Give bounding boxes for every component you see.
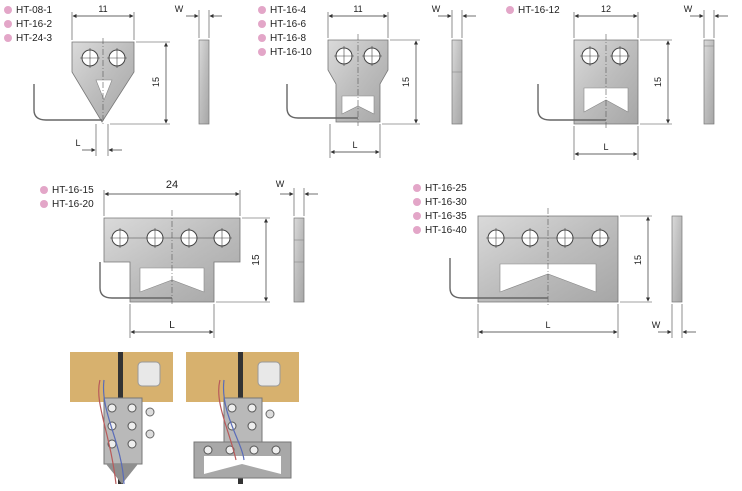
model-list-4: HT-16-15 HT-16-20 [40,184,94,212]
model-label: HT-16-30 [413,196,467,210]
dim-length-1: L [75,138,80,148]
model-label: HT-16-40 [413,224,467,238]
model-label: HT-16-35 [413,210,467,224]
bullet-icon [258,20,266,28]
bullet-icon [4,20,12,28]
dim-width-2: 11 [353,4,362,14]
bullet-icon [258,34,266,42]
dim-height-4: 15 [251,254,262,266]
dim-width-1: 11 [98,4,107,14]
bullet-icon [413,212,421,220]
model-label: HT-16-20 [40,198,94,212]
dim-length-3: L [603,142,608,152]
model-label: HT-16-2 [4,18,52,32]
dim-height-5: 15 [633,255,643,265]
model-label: HT-16-4 [258,4,312,18]
dim-thickness-2: W [432,4,441,14]
bullet-icon [258,48,266,56]
dim-length-4: L [169,320,175,331]
dim-length-5: L [545,320,550,330]
dim-width-3: 12 [601,4,611,14]
dim-thickness-3: W [684,4,693,14]
model-list-2: HT-16-4 HT-16-6 HT-16-8 HT-16-10 [258,4,312,60]
bullet-icon [413,198,421,206]
model-label: HT-16-15 [40,184,94,198]
dim-height-2: 15 [401,77,411,87]
model-label: HT-16-6 [258,18,312,32]
bullet-icon [4,34,12,42]
bullet-icon [40,186,48,194]
bullet-icon [258,6,266,14]
holder-drawing-5 [449,208,696,338]
model-label: HT-08-1 [4,4,52,18]
model-list-5: HT-16-25 HT-16-30 HT-16-35 HT-16-40 [413,182,467,238]
bullet-icon [506,6,514,14]
photo-holder-mounted-2 [186,352,299,484]
model-list-1: HT-08-1 HT-16-2 HT-24-3 [4,4,52,46]
dim-height-3: 15 [653,77,663,87]
model-label: HT-16-10 [258,46,312,60]
model-label: HT-24-3 [4,32,52,46]
model-label: HT-16-12 [506,4,560,18]
model-label: HT-16-8 [258,32,312,46]
holder-drawing-4 [99,188,318,338]
bullet-icon [413,226,421,234]
dim-length-2: L [352,140,357,150]
dim-thickness-1: W [175,4,184,14]
holder-drawing-1 [33,10,222,156]
dim-width-4: 24 [166,179,178,191]
dim-thickness-5: W [652,320,661,330]
model-label: HT-16-25 [413,182,467,196]
dim-thickness-4: W [276,179,285,189]
model-list-3: HT-16-12 [506,4,560,18]
holder-drawing-3 [537,10,728,160]
dim-height-1: 15 [151,77,161,87]
bullet-icon [4,6,12,14]
bullet-icon [40,200,48,208]
photo-holder-mounted-1 [70,352,173,484]
holder-drawing-2 [286,10,476,158]
bullet-icon [413,184,421,192]
